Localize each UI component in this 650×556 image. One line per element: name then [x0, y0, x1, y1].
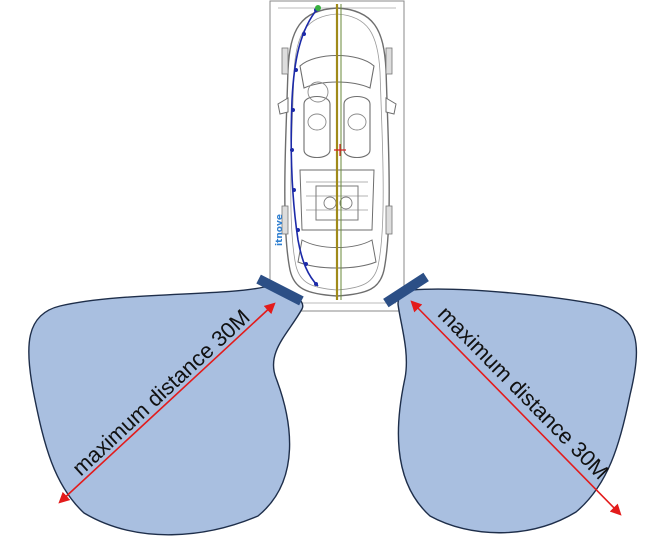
car-top-view: itnove [269, 0, 405, 312]
left-detection-zone: maximum distance 30M [28, 274, 304, 536]
front-right-seat [343, 95, 371, 159]
front-right-wheel [385, 47, 393, 75]
right-sensor [383, 272, 429, 308]
right-mirror [385, 97, 397, 115]
trace-start-point [315, 5, 321, 11]
left-mirror [277, 97, 289, 115]
right-range-arrow [410, 300, 622, 516]
trajectory-trace [290, 7, 319, 287]
left-range-arrow [58, 302, 276, 504]
car-watermark: itnove [275, 214, 285, 246]
steering-wheel [307, 81, 329, 103]
left-sensor [256, 274, 304, 306]
rear-right-wheel [385, 205, 393, 235]
trace-points [290, 8, 318, 286]
right-zone-shape [397, 288, 638, 534]
front-left-seat [303, 95, 331, 159]
right-detection-zone: maximum distance 30M [383, 272, 638, 534]
left-zone-shape [28, 286, 304, 536]
front-left-wheel [281, 47, 289, 75]
rear-left-wheel [281, 205, 289, 235]
center-marker [334, 144, 346, 156]
